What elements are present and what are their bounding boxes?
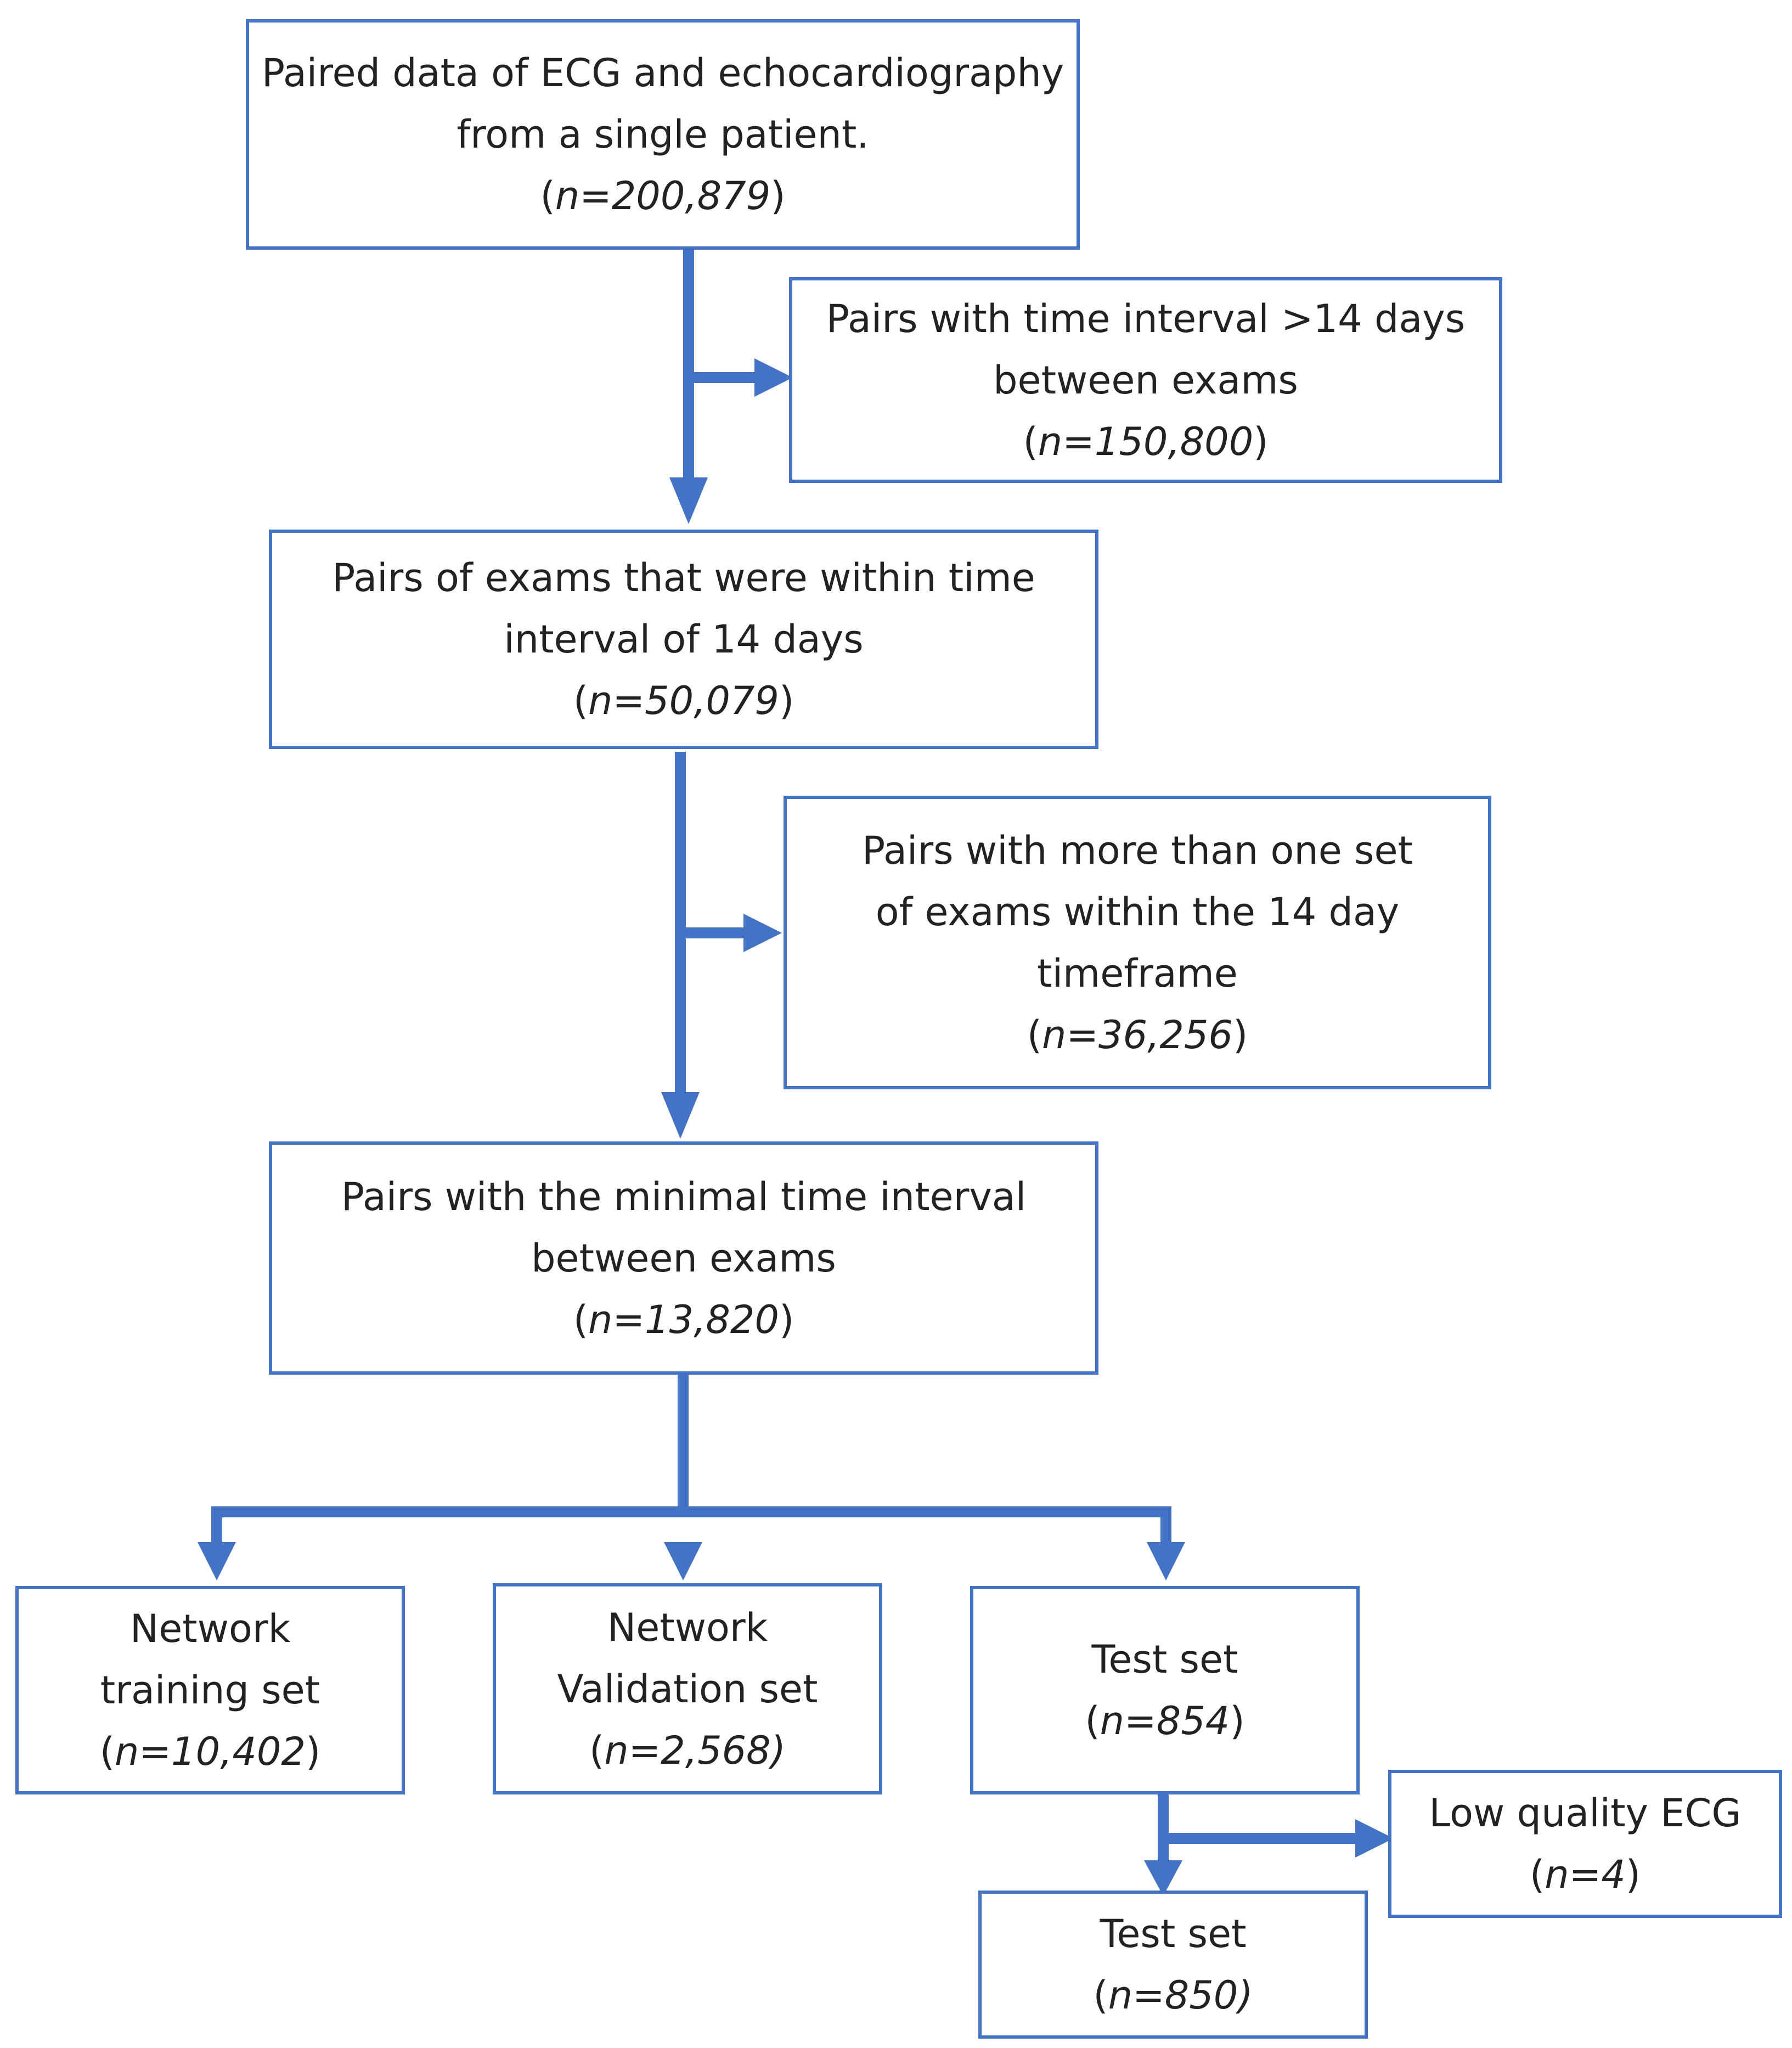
validation-set-box: Network Validation set (n=2,568) [493, 1583, 882, 1794]
box-count: (n=200,879) [540, 173, 786, 218]
box-label: Pairs with time interval >14 days betwee… [826, 296, 1466, 403]
all-pairs-box: Paired data of ECG and echocardiography … [246, 19, 1080, 250]
box-label: Pairs of exams that were within time int… [332, 555, 1035, 662]
arrowhead-icon [1147, 1542, 1185, 1580]
arrowhead-icon [743, 914, 782, 952]
box-label: Network training set [100, 1606, 320, 1713]
within-14-days-box: Pairs of exams that were within time int… [269, 530, 1098, 749]
box-label: Pairs with the minimal time interval bet… [341, 1174, 1027, 1281]
box-label: Network Validation set [557, 1605, 818, 1712]
arrowhead-icon [754, 358, 793, 397]
arrowhead-icon [1355, 1819, 1394, 1858]
test-set-box: Test set (n=854) [970, 1586, 1360, 1794]
box-label: Pairs with more than one set of exams wi… [861, 828, 1413, 996]
box-label: Test set [1100, 1911, 1247, 1956]
box-label: Paired data of ECG and echocardiography … [261, 50, 1064, 157]
box-label: Low quality ECG [1429, 1791, 1742, 1836]
arrowhead-icon [661, 1092, 700, 1139]
minimal-interval-box: Pairs with the minimal time interval bet… [269, 1141, 1098, 1375]
low-quality-box: Low quality ECG (n=4) [1388, 1770, 1782, 1918]
arrowhead-icon [664, 1542, 702, 1580]
box-count: (n=150,800) [1023, 419, 1269, 464]
box-count: (n=36,256) [1027, 1012, 1248, 1057]
box-count: (n=4) [1529, 1852, 1641, 1897]
over-14-days-box: Pairs with time interval >14 days betwee… [789, 277, 1502, 483]
box-count: (n=13,820) [573, 1297, 794, 1342]
box-count: (n=854) [1085, 1698, 1245, 1743]
arrowhead-icon [198, 1542, 236, 1580]
box-label: Test set [1091, 1637, 1238, 1682]
box-count: (n=50,079) [573, 678, 794, 723]
training-set-box: Network training set (n=10,402) [15, 1586, 405, 1794]
arrowhead-icon [669, 477, 708, 524]
box-count: (n=2,568) [589, 1728, 786, 1773]
final-test-set-box: Test set (n=850) [978, 1891, 1368, 2039]
multiple-sets-box: Pairs with more than one set of exams wi… [784, 796, 1491, 1089]
box-count: (n=10,402) [99, 1729, 321, 1774]
box-count: (n=850) [1093, 1973, 1253, 2018]
arrowhead-icon [1144, 1860, 1182, 1896]
